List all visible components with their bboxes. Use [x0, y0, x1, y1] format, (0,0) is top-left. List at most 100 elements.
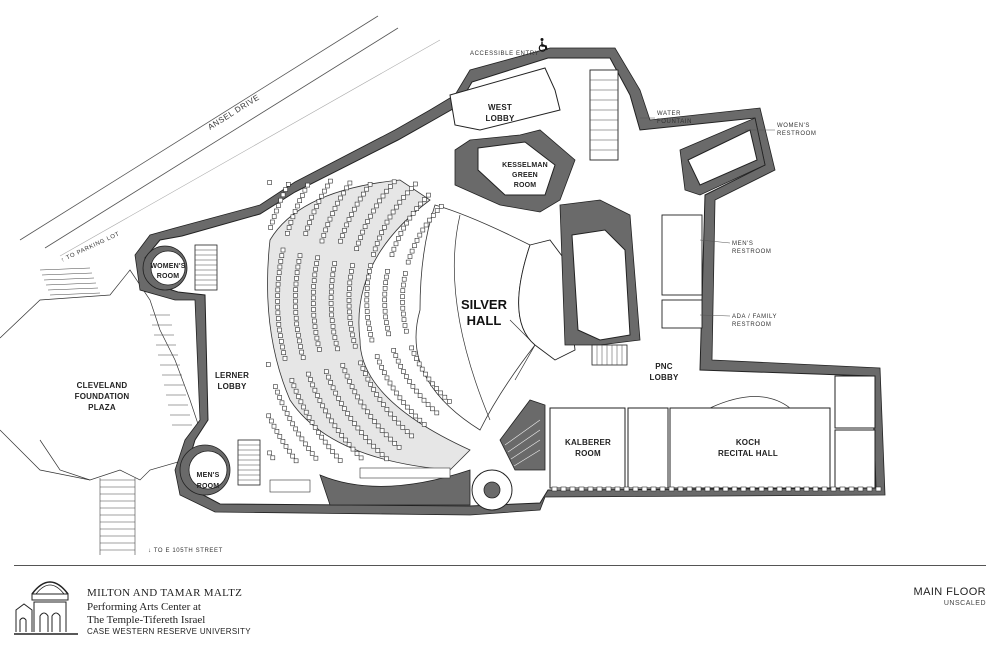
seat — [293, 310, 299, 315]
room-labels: SILVER HALL LERNER LOBBY WEST LOBBY KESS… — [75, 103, 778, 490]
seat — [317, 398, 323, 403]
seat — [331, 266, 337, 272]
seat — [347, 315, 353, 321]
window-marker — [686, 486, 693, 492]
seat — [367, 326, 372, 332]
seat — [407, 254, 413, 259]
seat — [421, 422, 427, 427]
seat — [397, 199, 403, 205]
seat — [374, 241, 380, 246]
window-marker — [848, 486, 855, 492]
seat — [408, 186, 414, 191]
seat — [332, 206, 338, 211]
womens-restroom-label-2: RESTROOM — [777, 131, 816, 137]
womens-room-label-1: WOMEN'S — [150, 263, 185, 270]
seat — [434, 386, 439, 391]
seat — [269, 219, 275, 225]
seat — [268, 225, 273, 230]
window-marker — [749, 486, 756, 492]
seat — [351, 338, 357, 343]
seat — [383, 280, 389, 286]
seat — [380, 193, 386, 199]
seat — [388, 436, 393, 442]
seat — [384, 406, 390, 412]
seat — [332, 261, 338, 266]
seat — [412, 243, 417, 248]
seat — [306, 446, 312, 452]
seat — [311, 284, 317, 289]
ada-restroom-label-1: ADA / FAMILY — [732, 314, 777, 320]
seat — [393, 241, 399, 247]
seat — [328, 380, 334, 385]
seat — [375, 423, 381, 429]
seat — [284, 411, 290, 416]
seat — [273, 384, 278, 389]
seat — [400, 311, 406, 317]
seat — [314, 261, 319, 266]
seat — [417, 393, 423, 399]
seat — [315, 255, 321, 261]
seat — [402, 271, 408, 276]
seat — [306, 414, 312, 420]
window-marker — [794, 486, 801, 492]
window-marker — [641, 486, 648, 492]
lerner-lobby-label-2: LOBBY — [218, 382, 247, 391]
seat — [396, 444, 402, 450]
seat — [391, 179, 397, 185]
seat — [388, 411, 394, 417]
seat — [296, 258, 302, 264]
seat — [326, 444, 332, 450]
seat — [286, 448, 292, 454]
seat — [346, 297, 352, 303]
seat — [379, 428, 385, 433]
seat — [360, 191, 366, 197]
womens-room-label-2: ROOM — [157, 273, 180, 280]
seat — [417, 417, 423, 423]
window-marker — [596, 486, 603, 492]
seat — [401, 400, 406, 405]
pnc-lobby-label-1: PNC — [655, 362, 673, 371]
seat — [273, 208, 279, 214]
window-marker — [659, 486, 666, 492]
seat — [350, 332, 355, 338]
seat — [340, 233, 345, 238]
seat — [348, 416, 354, 421]
seat — [316, 430, 321, 435]
seat — [310, 301, 316, 307]
seat — [310, 382, 315, 388]
seat — [355, 394, 361, 400]
seat — [279, 253, 285, 258]
footer-title: MILTON AND TAMAR MALTZ — [87, 587, 243, 599]
seat — [379, 365, 385, 370]
seat — [333, 340, 339, 346]
seat — [346, 292, 352, 297]
seat — [387, 380, 393, 386]
lerner-lobby-label-1: LERNER — [215, 371, 249, 380]
footer-university: CASE WESTERN RESERVE UNIVERSITY — [87, 627, 251, 636]
seat — [319, 434, 325, 440]
seat — [301, 404, 306, 410]
seat — [297, 198, 303, 203]
seat — [375, 448, 381, 453]
seat — [295, 264, 301, 270]
seat — [345, 411, 350, 416]
seat — [365, 280, 371, 286]
scale-note: UNSCALED — [943, 600, 986, 607]
seat — [311, 209, 317, 215]
seat — [381, 225, 387, 230]
seat — [277, 434, 283, 439]
seat — [414, 238, 420, 243]
seat — [419, 366, 425, 372]
footer-subtitle-1: Performing Arts Center at — [87, 601, 201, 613]
window-marker — [605, 486, 612, 492]
seat — [296, 431, 302, 437]
seat — [293, 298, 298, 304]
mens-room-label-2: ROOM — [197, 483, 220, 490]
seat — [302, 187, 308, 193]
seat — [425, 402, 431, 407]
seat — [416, 361, 422, 367]
seat — [285, 231, 290, 236]
seat — [276, 276, 281, 281]
seat — [421, 397, 427, 403]
seat — [328, 289, 334, 295]
